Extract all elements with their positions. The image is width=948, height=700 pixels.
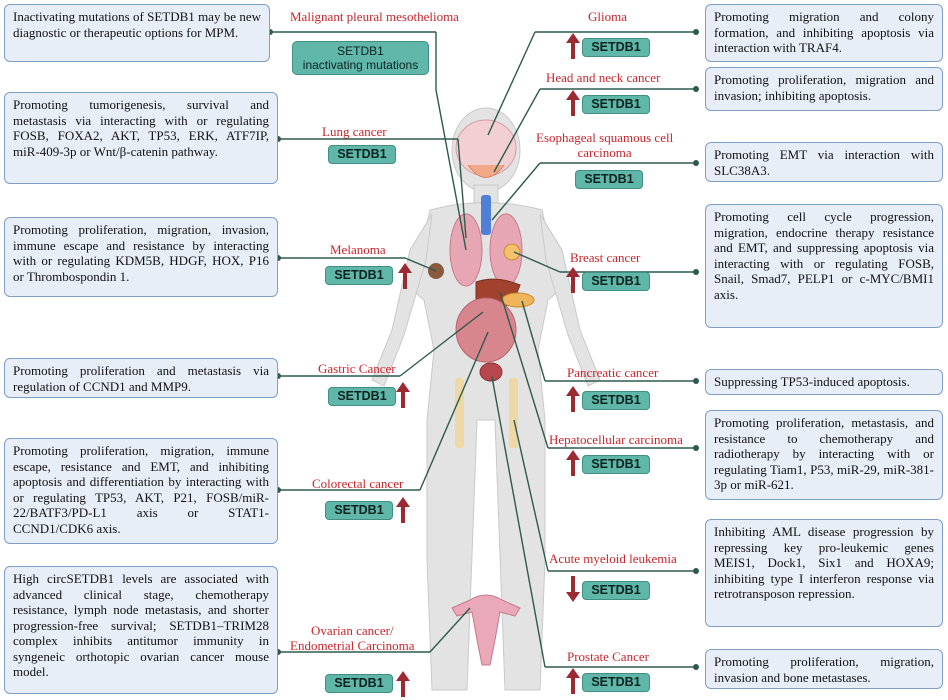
ovarian-label: Ovarian cancer/ Endometrial Carcinoma	[290, 623, 415, 653]
pancreatic-setdb1-badge: SETDB1	[582, 391, 650, 410]
gastric-description: Promoting proliferation and metastasis v…	[4, 358, 278, 398]
esophageal-description: Promoting EMT via interaction with SLC38…	[705, 142, 943, 182]
melanoma-label: Melanoma	[330, 242, 386, 257]
prostate-up-arrow-icon	[566, 668, 580, 694]
aml-label: Acute myeloid leukemia	[549, 551, 677, 566]
head-neck-description: Promoting proliferation, migration and i…	[705, 67, 943, 111]
melanoma-setdb1-badge: SETDB1	[325, 266, 393, 285]
gastric-setdb1-badge: SETDB1	[328, 387, 396, 406]
aml-down-arrow-icon	[566, 576, 580, 602]
esophageal-label: Esophageal squamous cell carcinoma	[536, 130, 673, 160]
lung-setdb1-badge: SETDB1	[328, 145, 396, 164]
esophageal-label-line2: carcinoma	[577, 145, 632, 160]
colorectal-description: Promoting proliferation, migration, immu…	[4, 438, 278, 544]
breast-description: Promoting cell cycle progression, migrat…	[705, 204, 943, 328]
hepatocellular-description: Promoting proliferation, metastasis, and…	[705, 410, 943, 500]
hepatocellular-up-arrow-icon	[566, 450, 580, 476]
colorectal-up-arrow-icon	[396, 497, 410, 523]
hepatocellular-label: Hepatocellular carcinoma	[549, 432, 683, 447]
esophageal-label-line1: Esophageal squamous cell	[536, 130, 674, 145]
esophageal-setdb1-badge: SETDB1	[575, 170, 643, 189]
melanoma-up-arrow-icon	[398, 263, 412, 289]
head-neck-label: Head and neck cancer	[546, 70, 661, 85]
head-neck-up-arrow-icon	[566, 90, 580, 116]
glioma-up-arrow-icon	[566, 33, 580, 59]
prostate-label: Prostate Cancer	[567, 649, 649, 664]
ovarian-setdb1-badge: SETDB1	[325, 674, 393, 693]
colorectal-setdb1-badge: SETDB1	[325, 501, 393, 520]
hepatocellular-setdb1-badge: SETDB1	[582, 455, 650, 474]
prostate-setdb1-badge: SETDB1	[582, 673, 650, 692]
prostate-description: Promoting proliferation, migration, inva…	[705, 649, 943, 689]
ovarian-up-arrow-icon	[396, 671, 410, 697]
lung-label: Lung cancer	[322, 124, 387, 139]
ovarian-label-line2: Endometrial Carcinoma	[290, 638, 415, 653]
head-neck-setdb1-badge: SETDB1	[582, 95, 650, 114]
glioma-setdb1-badge: SETDB1	[582, 38, 650, 57]
ovarian-label-line1: Ovarian cancer/	[310, 623, 394, 638]
mesothelioma-description: Inactivating mutations of SETDB1 may be …	[4, 4, 270, 62]
glioma-label: Glioma	[588, 9, 627, 24]
breast-label: Breast cancer	[570, 250, 641, 265]
badge-line2: inactivating mutations	[302, 58, 419, 72]
glioma-description: Promoting migration and colony formation…	[705, 4, 943, 62]
gastric-up-arrow-icon	[396, 382, 410, 408]
pancreatic-up-arrow-icon	[566, 386, 580, 412]
breast-up-arrow-icon	[566, 267, 580, 293]
lung-description: Promoting tumorigenesis, survival and me…	[4, 92, 278, 184]
setdb1-inactivating-mutations-badge: SETDB1 inactivating mutations	[292, 41, 429, 75]
colorectal-label: Colorectal cancer	[312, 476, 404, 491]
pancreatic-label: Pancreatic cancer	[567, 365, 659, 380]
ovarian-description: High circSETDB1 levels are associated wi…	[4, 566, 278, 694]
badge-line1: SETDB1	[337, 44, 384, 58]
breast-setdb1-badge: SETDB1	[582, 272, 650, 291]
mesothelioma-label: Malignant pleural mesothelioma	[290, 9, 459, 24]
aml-setdb1-badge: SETDB1	[582, 581, 650, 600]
gastric-label: Gastric Cancer	[318, 361, 396, 376]
pancreatic-description: Suppressing TP53-induced apoptosis.	[705, 369, 943, 395]
melanoma-description: Promoting proliferation, migration, inva…	[4, 217, 278, 297]
aml-description: Inhibiting AML disease progression by re…	[705, 519, 943, 627]
organ-illustrations	[428, 119, 535, 666]
connectors	[270, 31, 696, 668]
